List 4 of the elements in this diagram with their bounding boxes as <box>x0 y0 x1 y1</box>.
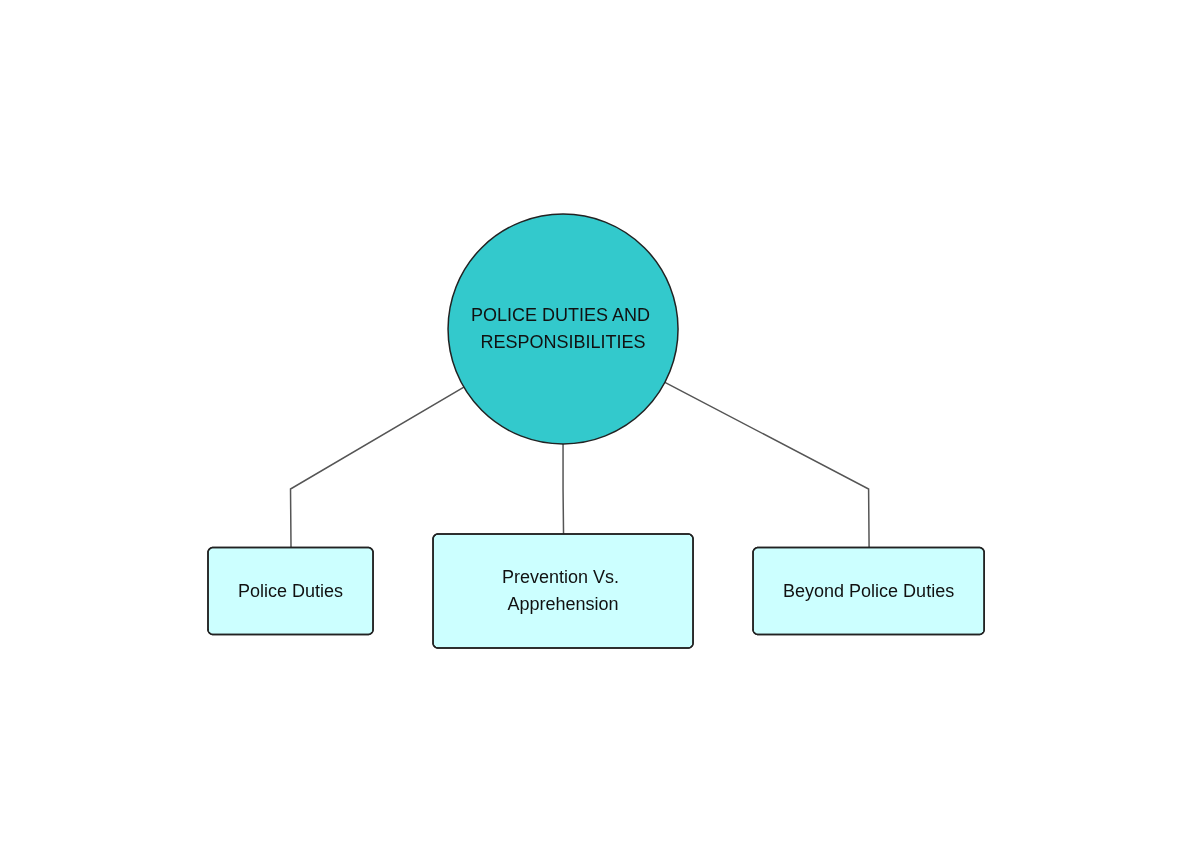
connector <box>664 381 870 549</box>
connector <box>562 443 565 536</box>
node-circle: POLICE DUTIES AND RESPONSIBILITIES <box>447 213 679 445</box>
connector <box>289 386 465 549</box>
